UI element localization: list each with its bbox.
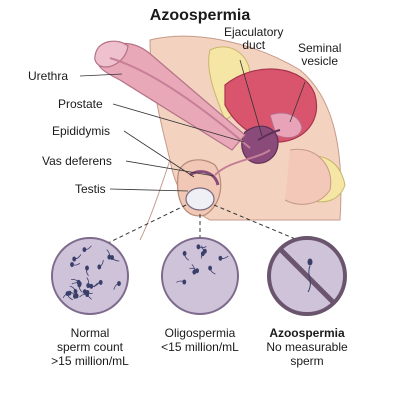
label-ejaculatory-duct-line1: Ejaculatory xyxy=(224,25,284,39)
caption-oligospermia-line2: <15 million/mL xyxy=(161,340,239,354)
label-ejaculatory-duct-line2: duct xyxy=(242,38,266,52)
sperm-tail xyxy=(220,255,229,259)
sperm-tail xyxy=(198,246,207,249)
label-prostate: Prostate xyxy=(58,97,103,111)
sperm-tail xyxy=(201,250,206,259)
leader-prostate xyxy=(112,103,245,143)
sperm-tail xyxy=(87,292,92,300)
leader-testis xyxy=(109,188,189,192)
caption-azoospermia: Azoospermia No measurable sperm xyxy=(252,326,362,368)
sperm-tail xyxy=(71,279,79,283)
urethra-channel xyxy=(109,57,251,149)
sperm-tail xyxy=(189,267,198,271)
prostate-gland xyxy=(241,125,279,164)
label-urethra: Urethra xyxy=(28,69,69,83)
leader-seminal-vesicle xyxy=(289,81,306,123)
sperm-tail xyxy=(78,284,83,293)
sperm-tail xyxy=(62,292,70,298)
callout-left xyxy=(107,204,187,244)
sperm-tail xyxy=(111,257,120,262)
caption-oligospermia-line1: Oligospermia xyxy=(164,326,236,340)
label-seminal-vesicle-line1: Seminal xyxy=(298,41,342,55)
sperm-tail xyxy=(86,277,90,286)
sperm-tail xyxy=(86,267,89,277)
panel-oligospermia-circle xyxy=(161,237,239,315)
leader-epididymis xyxy=(123,130,195,178)
sperm-tail xyxy=(191,264,195,273)
leader-vas-deferens xyxy=(125,160,215,177)
label-epididymis: Epididymis xyxy=(52,124,111,138)
label-vas-deferens: Vas deferens xyxy=(42,154,112,168)
caption-normal-line2: sperm count xyxy=(56,340,124,354)
label-ejaculatory-duct: Ejaculatory duct xyxy=(224,26,283,52)
callout-right xyxy=(213,204,306,244)
rectum xyxy=(284,148,332,205)
epididymis-organ xyxy=(189,170,220,186)
caption-normal: Normal sperm count >15 million/mL xyxy=(35,326,145,368)
single-sperm-icon xyxy=(307,258,313,293)
sperm-tail xyxy=(93,282,101,288)
testis-organ xyxy=(185,187,215,211)
sperm-tail xyxy=(71,262,81,266)
caption-azoospermia-line1: Azoospermia xyxy=(269,326,345,340)
label-testis: Testis xyxy=(75,182,106,196)
label-seminal-vesicle: Seminal vesicle xyxy=(298,42,341,68)
sperm-tail xyxy=(67,293,73,301)
leader-ejaculatory-duct xyxy=(239,59,263,137)
panel-normal-circle xyxy=(51,237,129,315)
label-seminal-vesicle-line2: vesicle xyxy=(301,54,339,68)
caption-azoospermia-line3: sperm xyxy=(290,354,324,368)
sperm-tail xyxy=(84,245,92,251)
diagram-title: Azoospermia xyxy=(149,7,251,24)
sperm-tail xyxy=(176,280,185,283)
caption-oligospermia: Oligospermia <15 million/mL xyxy=(145,326,255,354)
panel-azoospermia-circle xyxy=(267,236,347,316)
sperm-tail xyxy=(209,268,216,275)
leader-urethra xyxy=(79,73,123,77)
vas-deferens-tube xyxy=(214,149,271,176)
no-sign-slash xyxy=(278,247,336,305)
sperm-head xyxy=(182,279,187,285)
sperm-tail xyxy=(113,283,120,290)
body-outline-leg xyxy=(139,159,171,241)
ejaculatory-duct-tube xyxy=(257,129,281,141)
leader-lines xyxy=(79,59,306,192)
caption-azoospermia-line2: No measurable xyxy=(266,340,348,354)
sperm-tail xyxy=(106,249,110,258)
sperm-tail xyxy=(73,288,78,296)
caption-normal-line1: Normal xyxy=(70,326,110,340)
sperm-tail xyxy=(184,253,190,261)
caption-normal-line3: >15 million/mL xyxy=(51,354,129,368)
sperm-tail xyxy=(99,259,104,268)
sperm-tail xyxy=(74,254,82,260)
